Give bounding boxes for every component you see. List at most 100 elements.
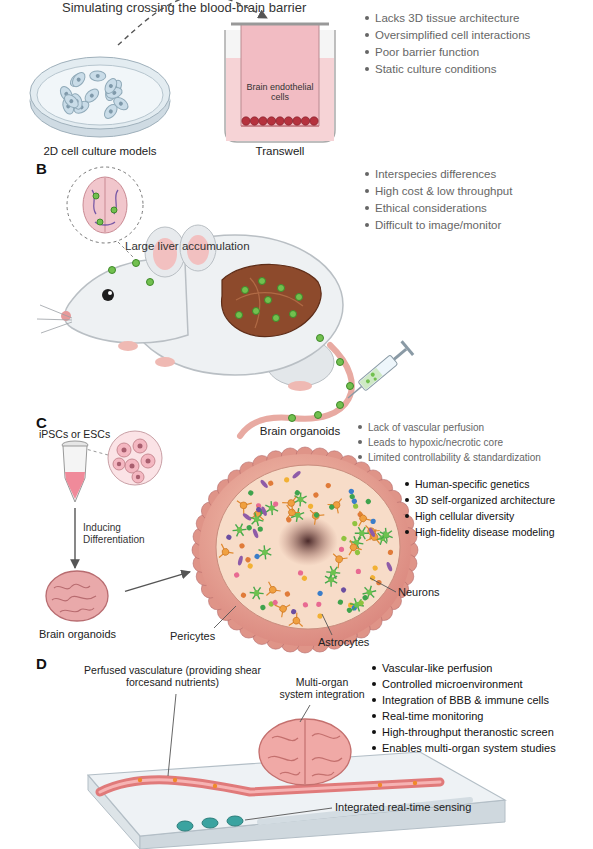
label-text: Lack of vascular perfusion — [368, 422, 484, 433]
brain-organoid-outline — [352, 503, 358, 509]
brain-organoid-outline — [256, 507, 262, 513]
brain-organoid-outline — [372, 565, 379, 572]
brain-organoid-outline — [221, 548, 230, 557]
organ-chip — [378, 783, 382, 787]
brain-organoid-outline — [285, 516, 292, 523]
brain-organoid-outline — [278, 516, 338, 566]
brain-organoid-outline — [285, 613, 303, 632]
stem-cell-tube-outline — [65, 472, 85, 499]
label-text: Lacks 3D tissue architecture — [375, 12, 519, 24]
stem-cell-cluster — [122, 448, 127, 453]
brain-organoid-outline — [340, 586, 347, 593]
brain-organoid-outline — [240, 592, 247, 599]
petri-dish-outline — [76, 77, 82, 83]
brain-organoid-outline — [362, 526, 380, 543]
label-text: Neurons — [398, 586, 440, 598]
brain-organoid-outline — [317, 590, 324, 597]
brain-organoid-outline — [231, 521, 248, 539]
brain-organoid-outline — [192, 447, 418, 653]
brain-organoid-outline — [340, 586, 347, 593]
brain-organoid-outline — [340, 535, 347, 542]
stem-cell-cluster — [141, 454, 155, 468]
brain-organoid-outline — [352, 503, 358, 509]
brain-organoid-outline — [312, 512, 320, 520]
organ-chip — [138, 778, 142, 782]
bullet-item: Static culture conditions — [365, 63, 496, 76]
label-text: Perfused vasculature (providing shear fo… — [84, 664, 261, 688]
bullet-item: High cellular diversity — [405, 510, 514, 522]
transwell-insert-outline — [276, 117, 284, 125]
brain-organoid-outline — [298, 570, 304, 576]
brain-organoid-outline — [240, 502, 247, 509]
mouse-illustration — [118, 341, 138, 351]
brain-organoid-outline — [244, 556, 251, 563]
small-organoid-outline — [46, 571, 108, 621]
brain-organoid-outline — [252, 528, 259, 539]
transwell-insert-outline — [225, 24, 335, 142]
brain-organoid-outline — [248, 584, 266, 602]
edge-label: Inducing Differentiation — [83, 522, 163, 545]
brain-organoid-outline — [256, 507, 262, 513]
label-text: Ethical considerations — [375, 202, 487, 214]
dashed-arrow — [118, 0, 267, 45]
brain-organoid-outline — [326, 497, 341, 514]
petri-dish-outline — [62, 92, 81, 110]
brain-organoid-outline — [247, 489, 254, 496]
brain-organoid-outline — [284, 477, 290, 483]
stem-cell-cluster — [130, 464, 135, 469]
mouse-illustration — [37, 305, 72, 333]
bullet-dot — [365, 50, 369, 54]
brain-organoid-outline — [267, 480, 274, 487]
tracer-dots — [242, 287, 249, 294]
label-text: Pericytes — [170, 630, 215, 642]
petri-dish-outline — [118, 101, 124, 107]
brain-organoid-outline — [339, 547, 344, 552]
brain-organoid-outline — [317, 613, 323, 619]
brain-organoid-outline — [351, 498, 358, 505]
tracer-dots — [253, 308, 260, 315]
brain-organoid-outline — [242, 512, 252, 521]
petri-dish-outline — [62, 92, 81, 110]
brain-organoid-outline — [247, 489, 254, 496]
brain-organoid-outline — [199, 454, 411, 646]
brain-organoid-outline — [215, 541, 234, 558]
brain-organoid-outline — [242, 512, 252, 521]
brain-organoid-outline — [285, 613, 303, 632]
flow-arrow — [125, 572, 190, 591]
bullet-item: Enables multi-organ system studies — [372, 742, 556, 755]
brain-inset — [97, 219, 103, 225]
cell-label: Pericytes — [170, 630, 215, 643]
brain-organoid-outline — [246, 524, 253, 531]
bullet-item: Human-specific genetics — [405, 478, 529, 490]
brain-organoid-outline — [291, 470, 301, 480]
brain-organoid-outline — [284, 477, 290, 483]
bullet-item: Vascular-like perfusion — [372, 662, 492, 675]
syringe — [358, 355, 398, 391]
brain-organoid-outline — [273, 501, 279, 507]
bullet-item: Controlled microenvironment — [372, 678, 523, 691]
brain-organoid-outline — [237, 555, 244, 566]
brain-organoid-outline — [312, 491, 319, 498]
brain-organoid-outline — [236, 501, 252, 515]
stem-cell-cluster — [108, 431, 162, 485]
syringe — [348, 386, 362, 398]
petri-dish-outline — [68, 71, 87, 89]
tracer-dots — [147, 279, 154, 286]
label-text: Static culture conditions — [375, 63, 496, 75]
stem-cell-cluster — [132, 471, 144, 483]
brain-organoid-outline — [358, 514, 367, 523]
brain-organoid-outline — [360, 583, 378, 602]
brain-organoid-outline — [260, 604, 267, 611]
brain-organoid-outline — [258, 545, 272, 560]
bullet-item: Lacks 3D tissue architecture — [365, 12, 519, 25]
label-text: Astrocytes — [318, 636, 369, 648]
bullet-dot — [358, 440, 362, 444]
brain-organoid-outline — [272, 599, 279, 606]
brain-organoid-outline — [239, 542, 246, 549]
node-text: Transwell — [215, 145, 345, 158]
bullet-dot — [405, 482, 409, 486]
callout-text: Integrated real-time sensing — [335, 801, 471, 814]
brain-organoid-outline — [349, 598, 365, 612]
small-organoid: Brain organoids — [30, 568, 125, 643]
